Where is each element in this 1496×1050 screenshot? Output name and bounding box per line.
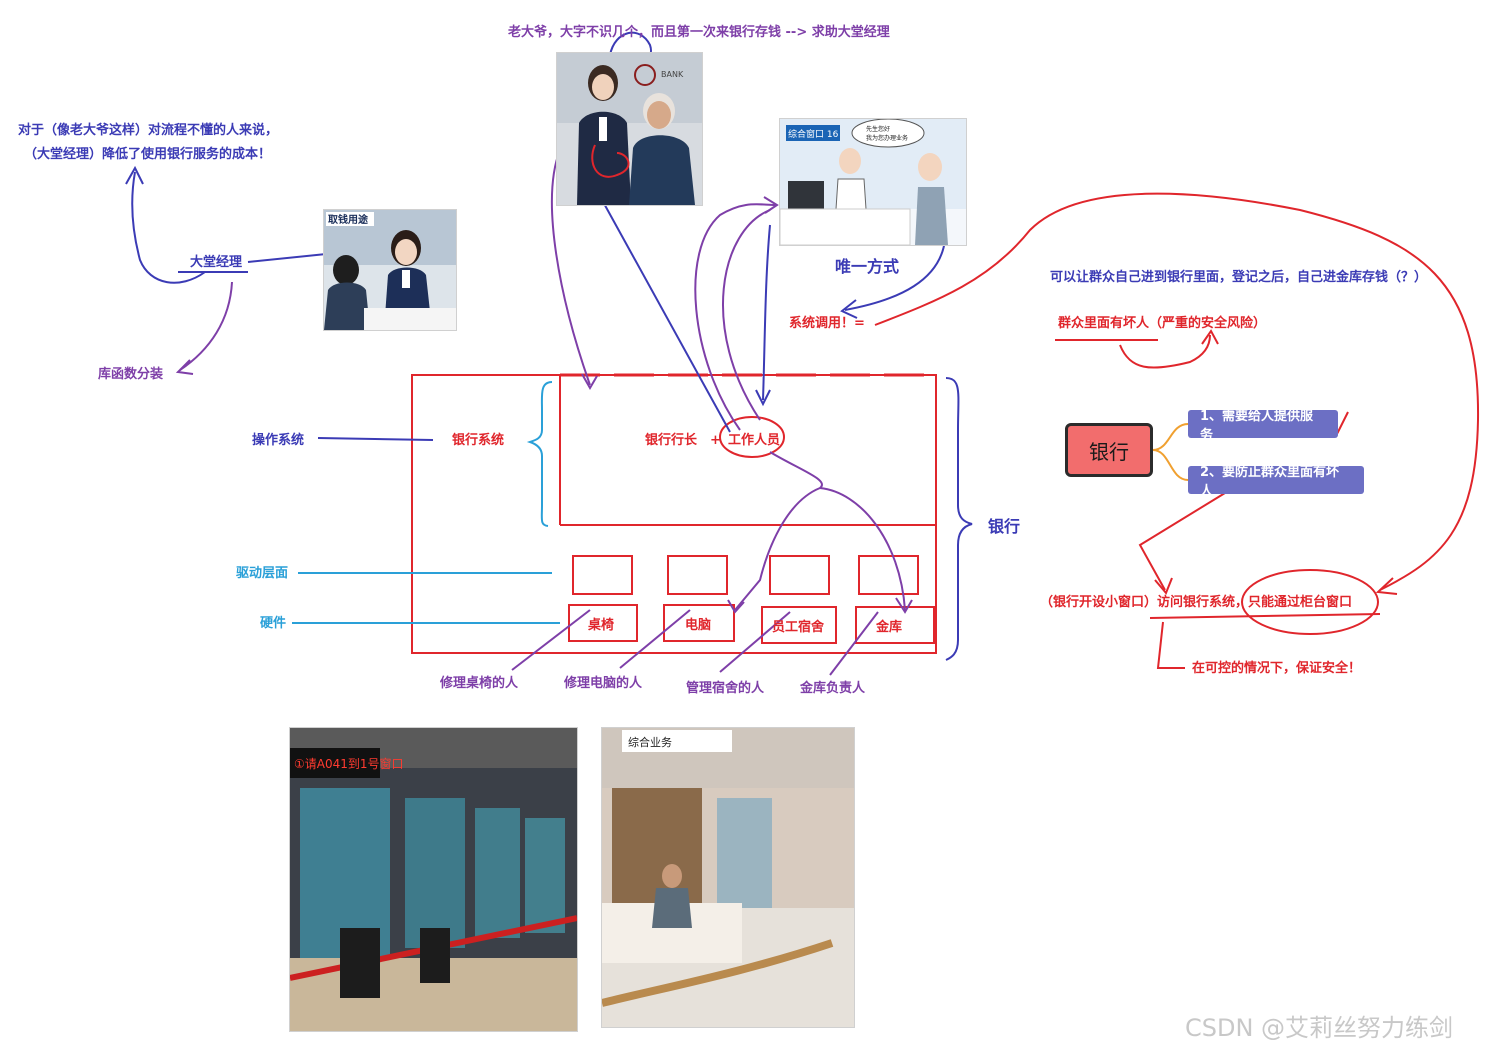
photo-bank-hall-1: ①请A041到1号窗口 xyxy=(289,727,578,1032)
staff-to-vault-curve xyxy=(819,487,906,611)
bank-label: 银行 xyxy=(988,517,1021,536)
only-way-down xyxy=(762,224,771,401)
cost-note-line1: 对于（像老大爷这样）对流程不懂的人来说， xyxy=(18,123,279,138)
cost-note-line2: （大堂经理）降低了使用银行服务的成本！ xyxy=(24,147,272,162)
window-to-safe xyxy=(1156,621,1185,669)
repair-chair-person: 修理桌椅的人 xyxy=(440,676,519,691)
arrowhead-counter xyxy=(763,196,779,214)
driver-box-3 xyxy=(769,555,830,595)
mindmap-root-bank: 银行 xyxy=(1065,423,1153,477)
arrowhead-computer xyxy=(727,599,745,614)
os-brace xyxy=(526,381,553,527)
photo-sign-withdraw: 取钱用途 xyxy=(328,213,369,226)
photo-bank-hall-2: 综合业务 xyxy=(601,727,855,1028)
dorm-manager-person: 管理宿舍的人 xyxy=(686,681,765,696)
library-wrap-label: 库函数分装 xyxy=(98,367,164,382)
staff-to-hardware-curve xyxy=(734,451,823,611)
staff-to-counter-loop xyxy=(694,203,776,431)
arrowhead-note xyxy=(125,165,144,185)
photo-to-syscall xyxy=(844,239,946,311)
lobby-manager-label: 大堂经理 xyxy=(190,255,243,270)
photo-queue-sign: ①请A041到1号窗口 xyxy=(294,757,404,771)
bad-people-arrow xyxy=(1119,334,1211,369)
staff-circle xyxy=(719,416,785,458)
arrowhead-only-way xyxy=(755,389,771,407)
hardware-box-1 xyxy=(568,604,638,642)
node2-to-window xyxy=(1138,492,1226,591)
photo-oldman-clerk: BANK xyxy=(556,52,703,206)
arrowhead-library xyxy=(175,359,194,375)
window-underline xyxy=(1149,613,1381,619)
photo-counter-cartoon: 综合窗口 16 先生您好 我为您办理业务 xyxy=(779,118,967,246)
photo-bank-en: BANK xyxy=(661,70,684,79)
safe-control-label: 在可控的情况下，保证安全！ xyxy=(1192,661,1362,676)
driver-box-1 xyxy=(572,555,633,595)
top-title: 老大爷，大字不识几个，而且第一次来银行存钱 --> 求助大堂经理 xyxy=(508,25,890,40)
hardware-box-4 xyxy=(855,606,935,644)
counter-to-staff-loop xyxy=(722,209,771,421)
repair-line-4 xyxy=(829,611,879,676)
arrowhead-vault xyxy=(895,597,913,614)
photo-lobby-manager: 取钱用途 xyxy=(323,209,457,331)
hardware-box-3 xyxy=(761,606,837,644)
syscall-label: 系统调用！= xyxy=(789,316,865,331)
bad-people-label: 群众里面有坏人（严重的安全风险） xyxy=(1058,316,1267,331)
arrowhead-window xyxy=(1375,577,1398,595)
hardware-box-2 xyxy=(663,604,735,642)
hw-desk-chair: 桌椅 xyxy=(588,618,615,633)
window-access-label: （银行开设小窗口）访问银行系统，只能通过柜台窗口 xyxy=(1040,595,1353,610)
oldman-to-bank-curve xyxy=(551,149,591,386)
repair-line-3 xyxy=(719,611,791,673)
arrowhead-bad xyxy=(1201,329,1219,345)
hw-dorm: 员工宿舍 xyxy=(772,620,825,635)
repair-computer-person: 修理电脑的人 xyxy=(564,676,643,691)
syscall-red-loop xyxy=(874,192,1480,591)
hardware-label: 硬件 xyxy=(260,616,287,631)
mindmap-node-security: 2、要防止群众里面有坏人 xyxy=(1188,465,1364,499)
bank-system-label: 银行系统 xyxy=(452,433,505,448)
manager-to-library xyxy=(179,281,233,371)
window-circle xyxy=(1241,569,1379,635)
os-label: 操作系统 xyxy=(252,433,305,448)
repair-line-2 xyxy=(619,609,691,669)
bank-outer-box xyxy=(411,374,937,654)
bank-brace xyxy=(945,377,973,661)
photo-bubble-line2: 我为您办理业务 xyxy=(866,134,908,142)
driver-box-4 xyxy=(858,555,919,595)
driver-layer-label: 驱动层面 xyxy=(236,566,289,581)
only-way-label: 唯一方式 xyxy=(835,257,900,276)
arrowhead-syscall xyxy=(840,299,858,319)
photo-bubble-line1: 先生您好 xyxy=(866,125,890,133)
manager-to-note xyxy=(131,171,206,284)
president-label: 银行行长 + xyxy=(645,433,721,448)
arrowhead-window-2 xyxy=(1154,577,1173,595)
mind-connector-1 xyxy=(1152,423,1189,451)
hw-computer: 电脑 xyxy=(685,618,712,633)
arrowhead-bank-entry xyxy=(581,373,598,390)
driver-box-2 xyxy=(667,555,728,595)
vault-owner-person: 金库负责人 xyxy=(800,681,866,696)
self-vault-label: 可以让群众自己进到银行里面，登记之后，自己进金库存钱（？） xyxy=(1050,270,1428,285)
mind-connector-2 xyxy=(1152,449,1189,481)
os-line xyxy=(317,437,434,441)
mindmap-node-service: 1、需要给人提供服务 xyxy=(1188,409,1338,443)
staff-label: 工作人员 xyxy=(728,433,781,448)
hw-vault: 金库 xyxy=(876,620,903,635)
photo-service-sign: 综合业务 xyxy=(628,735,672,749)
photo-window-no: 综合窗口 16 xyxy=(788,128,839,140)
watermark: CSDN @艾莉丝努力练剑 xyxy=(1185,1014,1454,1042)
repair-line-1 xyxy=(511,609,591,671)
